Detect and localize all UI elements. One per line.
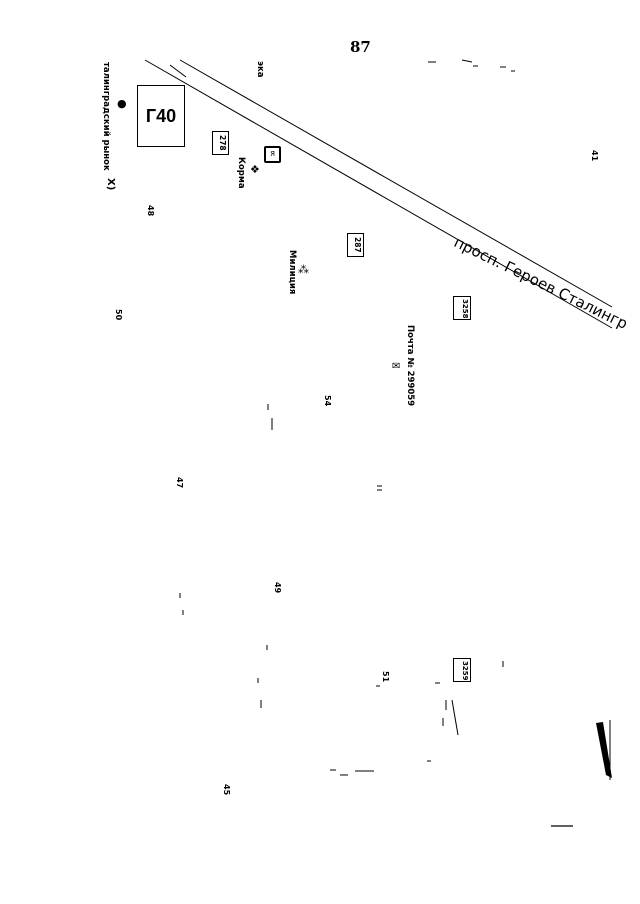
house-54: 54: [323, 395, 332, 407]
bus-3259: 3259: [461, 661, 469, 681]
bus-3259-box: 3259: [453, 658, 471, 682]
house-48: 48: [146, 205, 155, 217]
house-41: 41: [590, 150, 599, 162]
police-icon: ⁂: [298, 263, 309, 276]
bus-287-box: 287: [347, 233, 364, 257]
edge-stroke: [596, 722, 612, 778]
paw-icon: ❖: [250, 163, 260, 176]
apple-icon: ●: [117, 97, 127, 110]
market-label: талинградский рынок: [101, 62, 111, 171]
bus-278-box: 278: [212, 131, 229, 155]
square-code: Г40: [145, 105, 177, 126]
house-45: 45: [222, 784, 231, 796]
street-edge-lower: [144, 59, 613, 329]
misc-glyph-icon: Х): [105, 178, 116, 191]
bus-3258-box: 3258: [453, 296, 471, 320]
bus-3258: 3258: [461, 299, 469, 319]
street-edge-upper: [179, 59, 613, 308]
bus-stop-icon: Я: [264, 146, 281, 163]
scan-artifacts: [179, 59, 573, 827]
korma-label: Корма: [236, 157, 246, 189]
bus-278: 278: [218, 135, 227, 151]
mail-icon: ✉: [392, 361, 401, 372]
house-47: 47: [175, 477, 184, 489]
house-51: 51: [381, 671, 390, 683]
militsiya-label: Милиция: [287, 250, 297, 295]
bus-287: 287: [353, 237, 362, 253]
square-code-box: Г40: [137, 85, 185, 147]
pochta-label: Почта № 299059: [405, 325, 415, 407]
street-corner-tick: [169, 64, 187, 78]
house-50: 50: [114, 309, 123, 321]
page-number: 87: [350, 38, 371, 56]
eka-label: эка: [255, 61, 265, 78]
house-49: 49: [273, 582, 282, 594]
